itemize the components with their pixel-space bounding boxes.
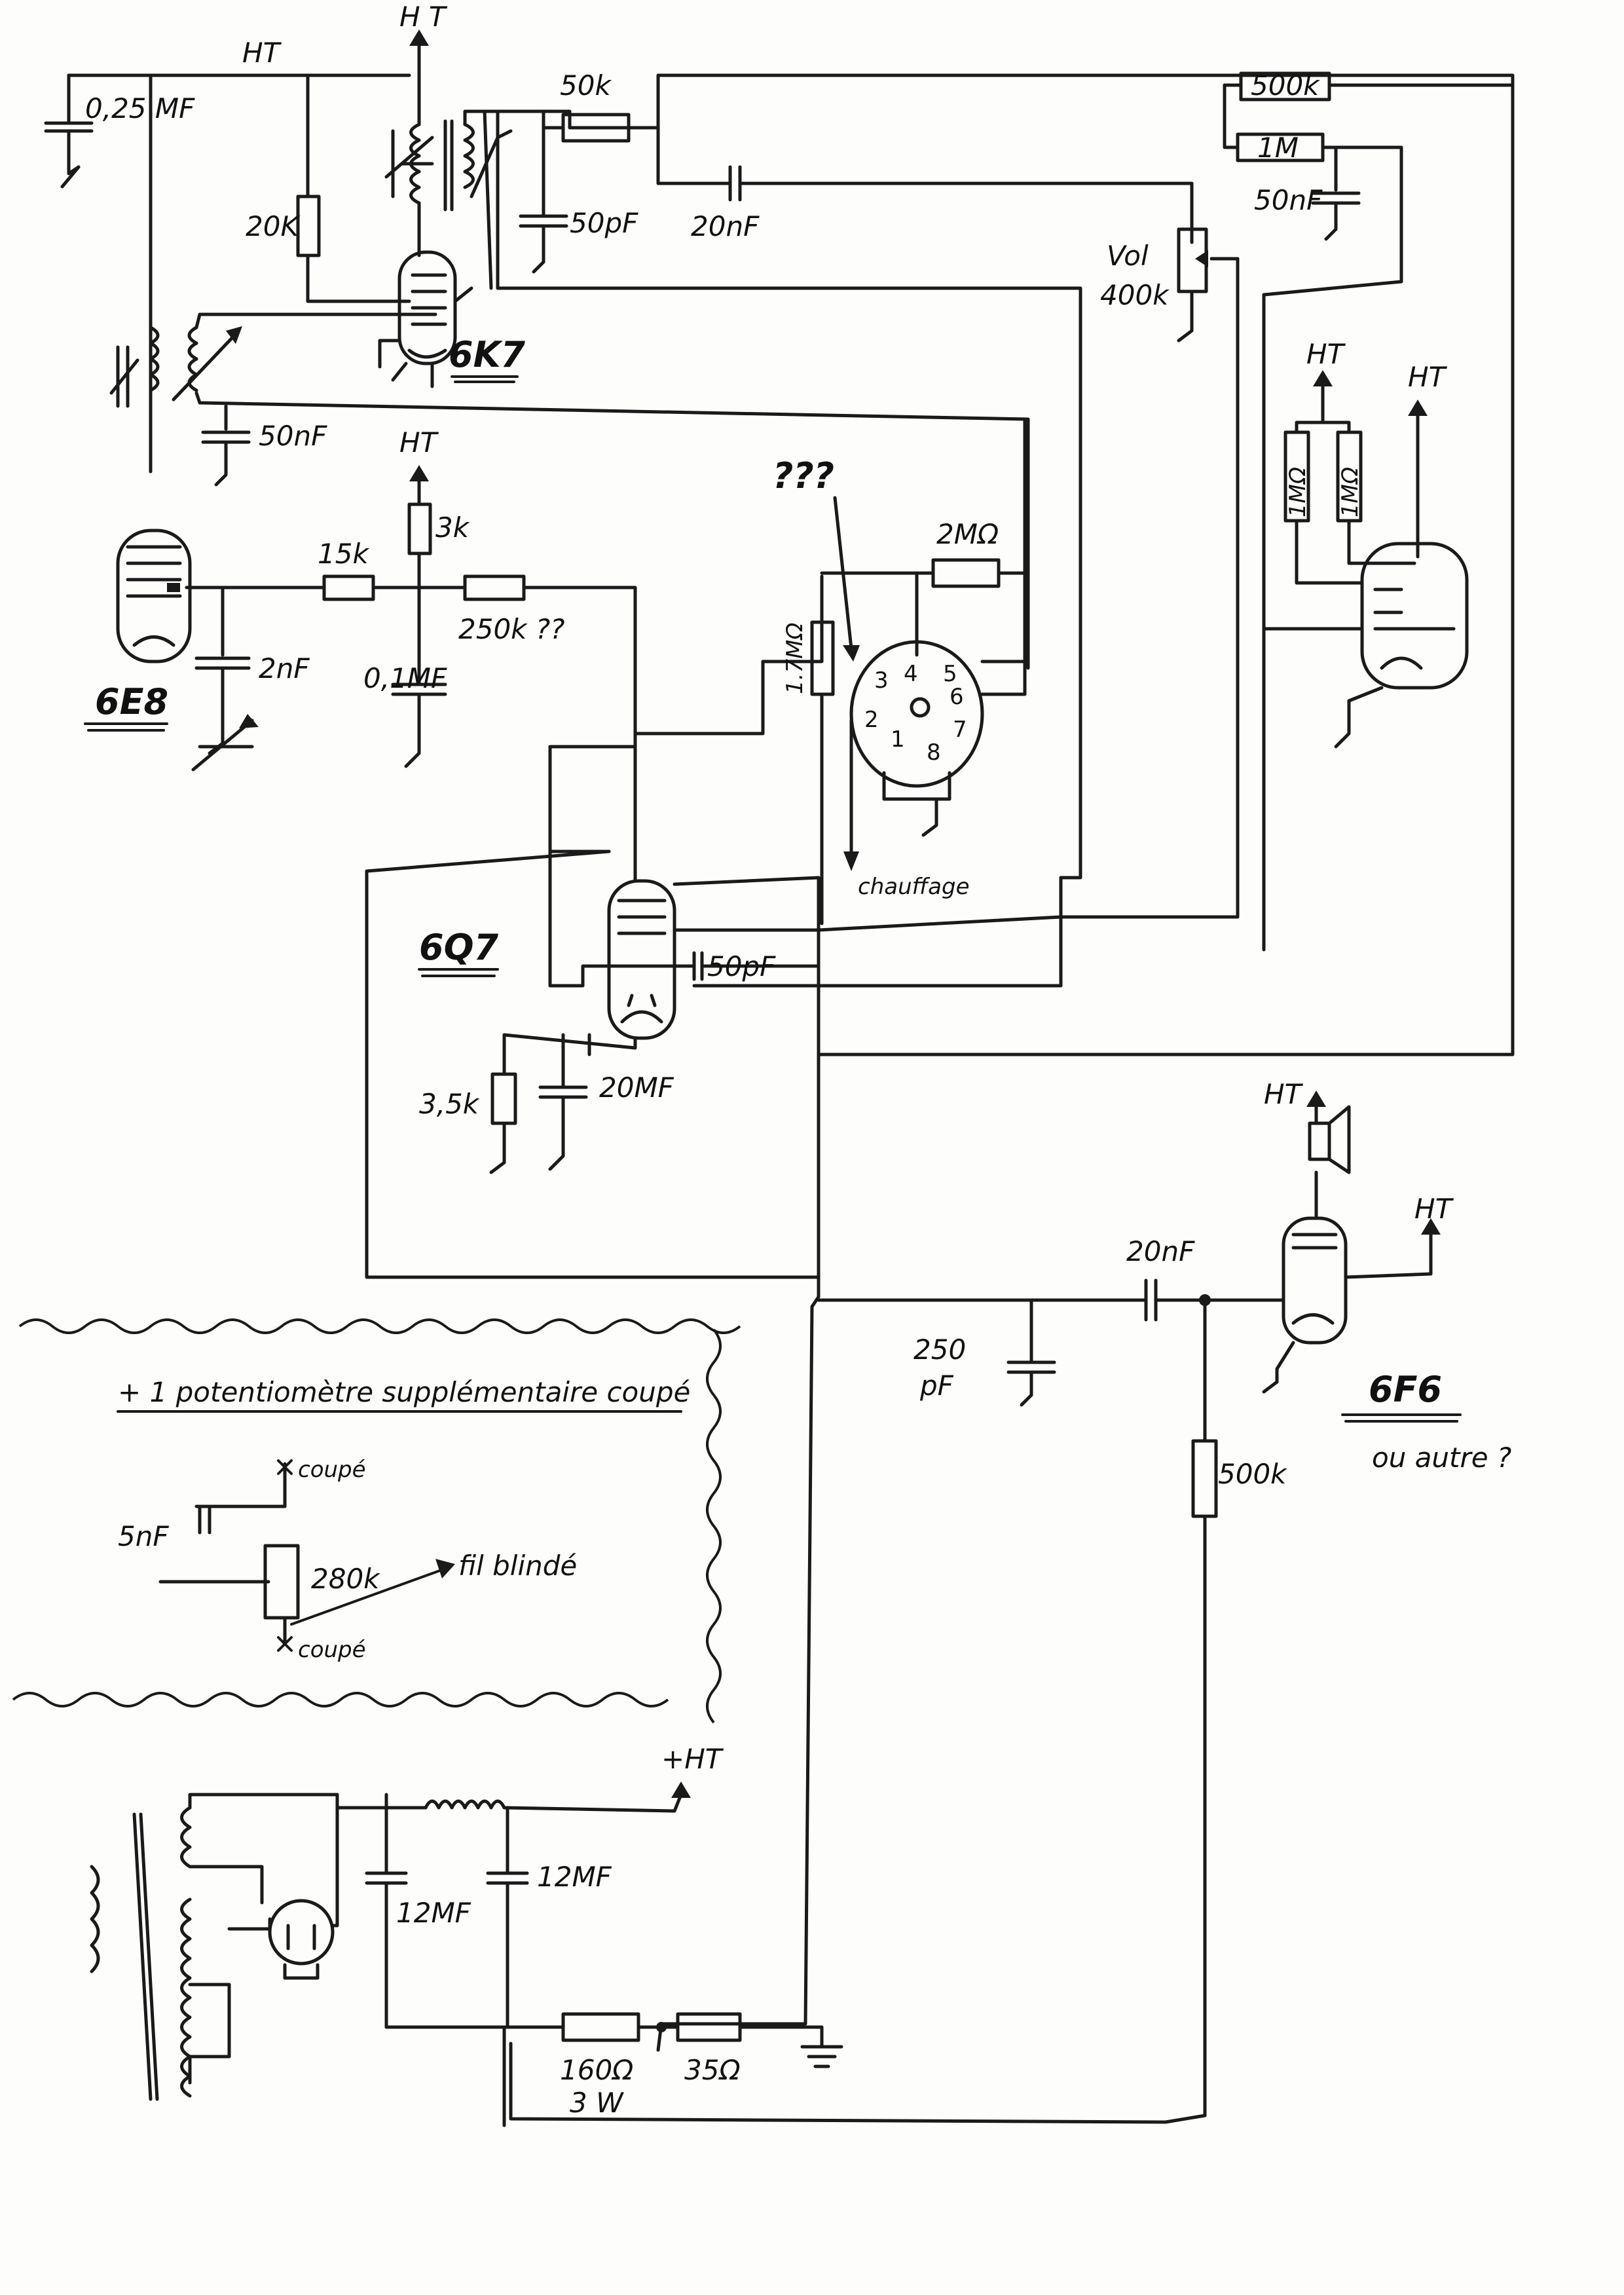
label-ht-right2: HT: [1408, 361, 1448, 393]
label-note-title: + 1 potentiomètre supplémentaire coupé: [118, 1376, 690, 1408]
label-res-1m-top: 1M: [1257, 132, 1299, 164]
label-cap-50nf-right: 50nF: [1254, 184, 1323, 216]
label-res-500k-top: 500k: [1251, 69, 1320, 102]
label-pin-7: 7: [953, 717, 967, 743]
label-tube-6e8: 6E8: [95, 681, 168, 722]
cap-50pf-top: [496, 109, 1082, 880]
label-res-15k: 15k: [318, 538, 369, 570]
res-3k: [407, 465, 432, 588]
osc-coil: [109, 312, 1030, 670]
label-ht-psu: +HT: [661, 1743, 724, 1775]
res-50k: [542, 73, 1515, 1056]
label-pin-2: 2: [864, 707, 879, 733]
volume-pot: [1059, 227, 1240, 919]
label-cap-50pf-6q7: 50pF: [707, 950, 776, 982]
ht-rail-top: [44, 29, 429, 474]
label-res-2m: 2MΩ: [936, 518, 999, 550]
if-transformer: [384, 73, 657, 290]
label-cap-01mf: 0,1MF: [363, 662, 447, 694]
label-vol: Vol: [1107, 240, 1149, 272]
label-res-3k: 3k: [435, 512, 470, 544]
label-note-coupe-bottom: coupé: [298, 1637, 366, 1663]
label-res-250k: 250k ??: [458, 613, 564, 645]
label-ou-autre: ou autre ?: [1372, 1442, 1511, 1474]
label-ht-right1: HT: [1306, 338, 1346, 370]
label-vol-value: 400k: [1100, 279, 1170, 311]
socket-unknown: [810, 417, 1027, 925]
label-ht-top-left: HT: [242, 37, 282, 69]
tube-6e8: [116, 529, 637, 772]
label-pin-5: 5: [943, 661, 957, 687]
label-note-280k: 280k: [311, 1563, 380, 1595]
label-pin-4: 4: [904, 661, 918, 687]
label-chauffage: chauffage: [858, 874, 970, 900]
tube-right: [1262, 370, 1469, 749]
label-cap-025: 0,25 MF: [85, 92, 195, 124]
label-pin-6: 6: [950, 684, 964, 710]
label-res-160-w: 3 W: [570, 2087, 624, 2119]
label-note-fil: fil blindé: [458, 1550, 577, 1582]
label-res-17m: 1.7MΩ: [782, 623, 808, 694]
label-ht-6f6: HT: [1414, 1193, 1454, 1225]
label-ht-top-arrow: H T: [399, 1, 448, 33]
label-res-160: 160Ω: [560, 2054, 633, 2086]
label-res-50k: 50k: [560, 69, 612, 102]
label-cap-12mf-b: 12MF: [537, 1861, 612, 1893]
label-ht-3k: HT: [399, 426, 439, 458]
label-cap-50nf-left: 50nF: [259, 420, 327, 452]
power-supply: [90, 1782, 843, 2127]
label-cap-12mf-a: 12MF: [396, 1897, 471, 1929]
label-note-5nf: 5nF: [118, 1520, 169, 1552]
label-res-20k: 20K: [246, 210, 301, 242]
label-pin-1: 1: [891, 726, 905, 753]
note-box: [12, 1318, 741, 1724]
label-ht-speaker: HT: [1264, 1078, 1304, 1110]
label-cap-20mf: 20MF: [599, 1072, 674, 1104]
label-cap-50pf-top: 50pF: [570, 207, 638, 239]
label-res-35k: 3,5k: [419, 1088, 480, 1120]
tube-6f6: [509, 1091, 1441, 2124]
label-note-coupe-top: coupé: [298, 1457, 366, 1483]
label-tube-6q7: 6Q7: [419, 927, 498, 968]
label-res-1mohm-a: 1MΩ: [1285, 467, 1311, 517]
res-500k-top: [1223, 71, 1515, 952]
label-cap-2nf: 2nF: [259, 652, 310, 684]
label-res-500k-6f6: 500k: [1218, 1458, 1287, 1490]
label-res-1mohm-b: 1MΩ: [1337, 467, 1363, 517]
label-pin-3: 3: [874, 667, 889, 694]
label-cap-250pf-b: pF: [919, 1370, 954, 1402]
label-cap-20nf-top: 20nF: [691, 210, 760, 242]
tube-6k7: [378, 250, 473, 388]
label-qqq: ???: [773, 455, 834, 496]
label-pin-8: 8: [927, 739, 941, 766]
label-res-35ohm: 35Ω: [684, 2054, 741, 2086]
label-tube-6k7: 6K7: [449, 334, 525, 375]
label-tube-6f6: 6F6: [1369, 1369, 1442, 1410]
label-cap-250pf-a: 250: [913, 1334, 966, 1366]
label-cap-20nf-6f6: 20nF: [1126, 1235, 1195, 1267]
